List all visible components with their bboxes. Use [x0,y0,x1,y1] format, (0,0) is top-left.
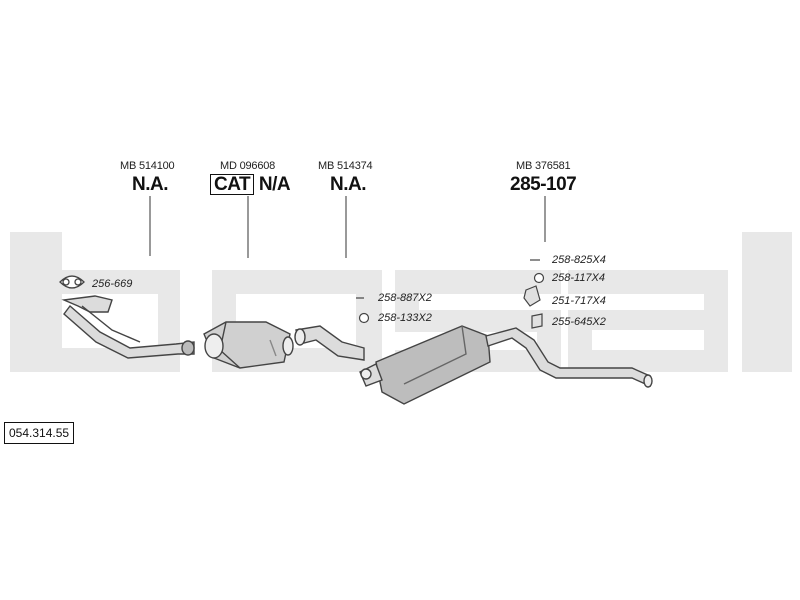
oem-number-1: MB 514100 [120,160,175,172]
part-code-3: N.A. [330,174,367,195]
front-gasket [59,275,85,289]
oem-number-3: MB 514374 [318,160,373,172]
part-label-gasket: 256-669 [92,278,133,290]
front-downpipe [61,295,195,359]
leader-lines [149,196,546,258]
oem-number-4: MB 376581 [516,160,571,172]
reference-number: 054.314.55 [4,422,75,444]
part-code-2: CAT N/A [210,174,291,196]
rear-silencer [359,325,491,405]
part-label-ring-mid: 258-133X2 [378,312,432,324]
ring-icon [533,272,545,284]
part-label-bolt-mid: 258-887X2 [378,292,432,304]
catalytic-converter [203,321,294,369]
oem-number-2: MD 096608 [220,160,276,172]
hardware-icons [356,259,545,329]
part-code-4: 285-107 [510,174,577,195]
intermediate-pipe [294,325,365,361]
ring-icon-mid [358,312,370,324]
bracket-icon [523,285,541,307]
part-label-bolt: 258-825X4 [552,254,606,266]
part-label-clamp: 255-645X2 [552,316,606,328]
part-code-1: N.A. [132,174,169,195]
tailpipe [485,327,653,388]
clamp-icon [531,313,543,329]
part-label-ring: 258-117X4 [552,272,606,284]
cat-badge: CAT [210,174,255,195]
part-label-bracket: 251-717X4 [552,295,606,307]
cat-code: N/A [258,174,291,195]
